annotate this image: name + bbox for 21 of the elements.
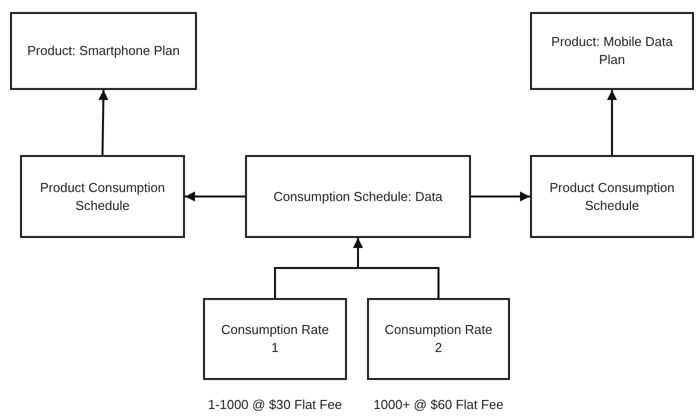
box-label: Product: Mobile Data Plan bbox=[550, 33, 674, 69]
process-box bbox=[530, 12, 694, 90]
process-box bbox=[530, 155, 694, 238]
arrow bbox=[98, 90, 108, 156]
box-label: Consumption Schedule: Data bbox=[273, 188, 443, 206]
box-label: Product Consumption Schedule bbox=[548, 178, 676, 214]
process-box bbox=[10, 12, 197, 90]
arrow bbox=[471, 192, 530, 202]
arrow bbox=[607, 90, 617, 155]
process-box bbox=[203, 298, 347, 380]
process-box bbox=[245, 155, 471, 238]
rate-caption: 1-1000 @ $30 Flat Fee bbox=[207, 397, 343, 413]
box-label: Consumption Rate 2 bbox=[384, 321, 494, 357]
arrow bbox=[185, 192, 245, 202]
process-box bbox=[367, 298, 510, 380]
box-label: Consumption Rate 1 bbox=[220, 321, 330, 357]
process-box bbox=[20, 155, 185, 238]
arrow bbox=[353, 238, 440, 298]
box-label: Product Consumption Schedule bbox=[38, 178, 166, 214]
rate-caption: 1000+ @ $60 Flat Fee bbox=[372, 397, 504, 413]
box-label: Product: Smartphone Plan bbox=[27, 42, 180, 60]
